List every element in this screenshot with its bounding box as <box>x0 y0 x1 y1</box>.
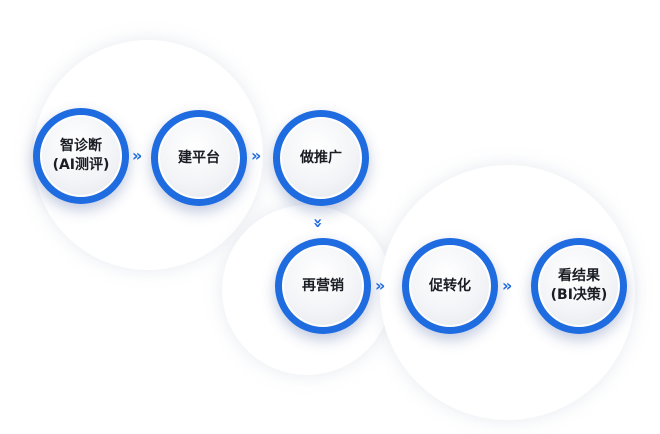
step-results-title: 看结果 <box>558 268 600 284</box>
step-remarketing: 再营销 <box>275 238 371 334</box>
step-promotion: 做推广 <box>273 110 369 206</box>
step-conversion: 促转化 <box>402 238 498 334</box>
arrow-down-icon: » <box>309 217 329 223</box>
step-platform-title: 建平台 <box>178 149 220 166</box>
step-diagnose-subtitle: (AI测评) <box>52 157 110 173</box>
step-diagnose-title: 智诊断 <box>60 138 102 154</box>
arrow-right-icon-3: » <box>375 276 386 295</box>
step-conversion-title: 促转化 <box>429 277 471 294</box>
step-remarketing-title: 再营销 <box>302 277 344 294</box>
step-results-subtitle: (BI决策) <box>550 287 608 303</box>
step-promotion-title: 做推广 <box>300 149 342 166</box>
step-diagnose: 智诊断 (AI测评) <box>33 108 129 204</box>
arrow-right-icon-2: » <box>251 146 262 165</box>
arrow-right-icon-4: » <box>502 276 513 295</box>
arrow-right-icon-1: » <box>132 146 143 165</box>
step-platform: 建平台 <box>151 110 247 206</box>
step-results: 看结果 (BI决策) <box>531 238 627 334</box>
